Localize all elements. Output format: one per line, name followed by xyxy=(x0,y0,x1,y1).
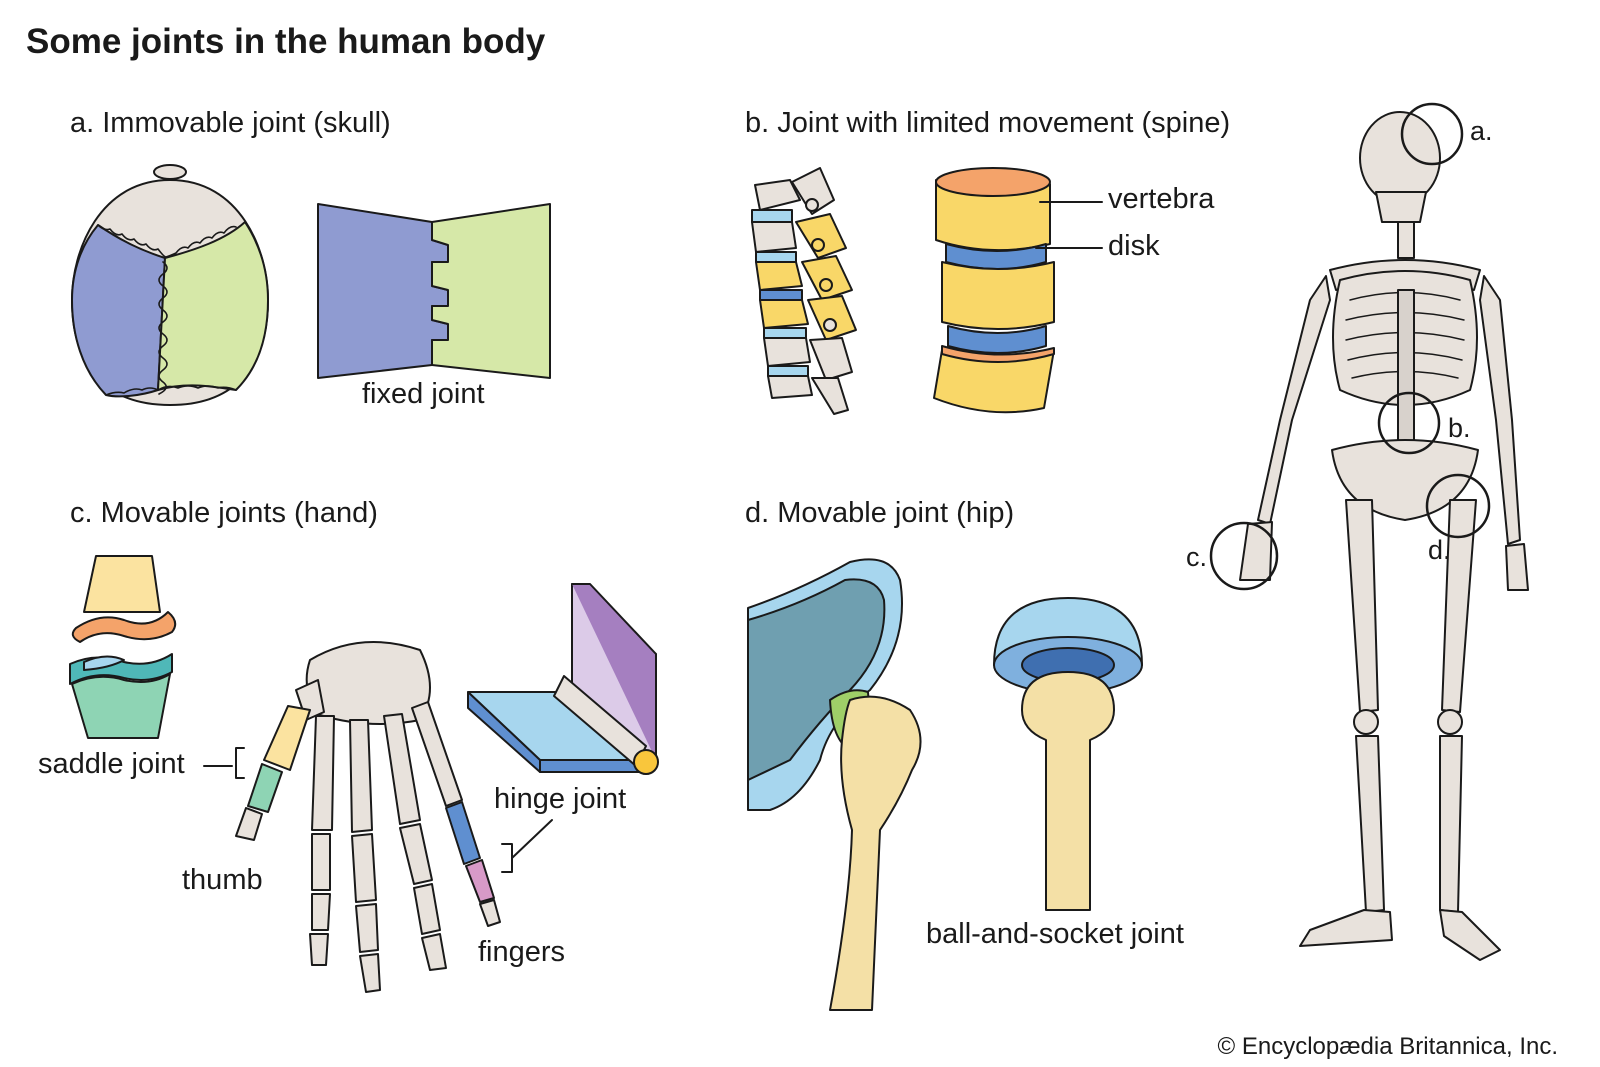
marker-b-label: b. xyxy=(1448,413,1471,443)
copyright: © Encyclopædia Britannica, Inc. xyxy=(1217,1033,1558,1060)
saddle-joint-diagram xyxy=(69,555,245,779)
hinge-joint-label: hinge joint xyxy=(494,783,627,815)
marker-c-label: c. xyxy=(1186,542,1208,572)
marker-a-label: a. xyxy=(1470,116,1493,146)
full-skeleton xyxy=(1209,102,1529,961)
marker-d-label: d. xyxy=(1428,535,1451,565)
thumb-label: thumb xyxy=(182,864,263,896)
vertebra-label: vertebra xyxy=(1108,183,1215,215)
ball-and-socket-label: ball-and-socket joint xyxy=(926,918,1184,950)
vertebra-disk-stack xyxy=(933,167,1103,414)
fixed-joint-diagram xyxy=(317,203,551,379)
section-a-heading: a. Immovable joint (skull) xyxy=(70,107,391,139)
fixed-joint-label: fixed joint xyxy=(362,378,485,410)
hip-joint-diagram xyxy=(747,558,922,1011)
figure-title: Some joints in the human body xyxy=(26,22,546,61)
disk-label: disk xyxy=(1108,230,1160,262)
section-c-heading: c. Movable joints (hand) xyxy=(70,497,378,529)
skull-top-view xyxy=(71,164,269,406)
hinge-joint-diagram xyxy=(467,583,659,775)
fingers-label: fingers xyxy=(478,936,566,968)
ball-and-socket-diagram xyxy=(993,597,1143,911)
section-b-heading: b. Joint with limited movement (spine) xyxy=(745,107,1231,139)
section-d-heading: d. Movable joint (hip) xyxy=(745,497,1015,529)
spine-illustration xyxy=(751,167,857,415)
saddle-joint-label: saddle joint xyxy=(38,748,185,780)
